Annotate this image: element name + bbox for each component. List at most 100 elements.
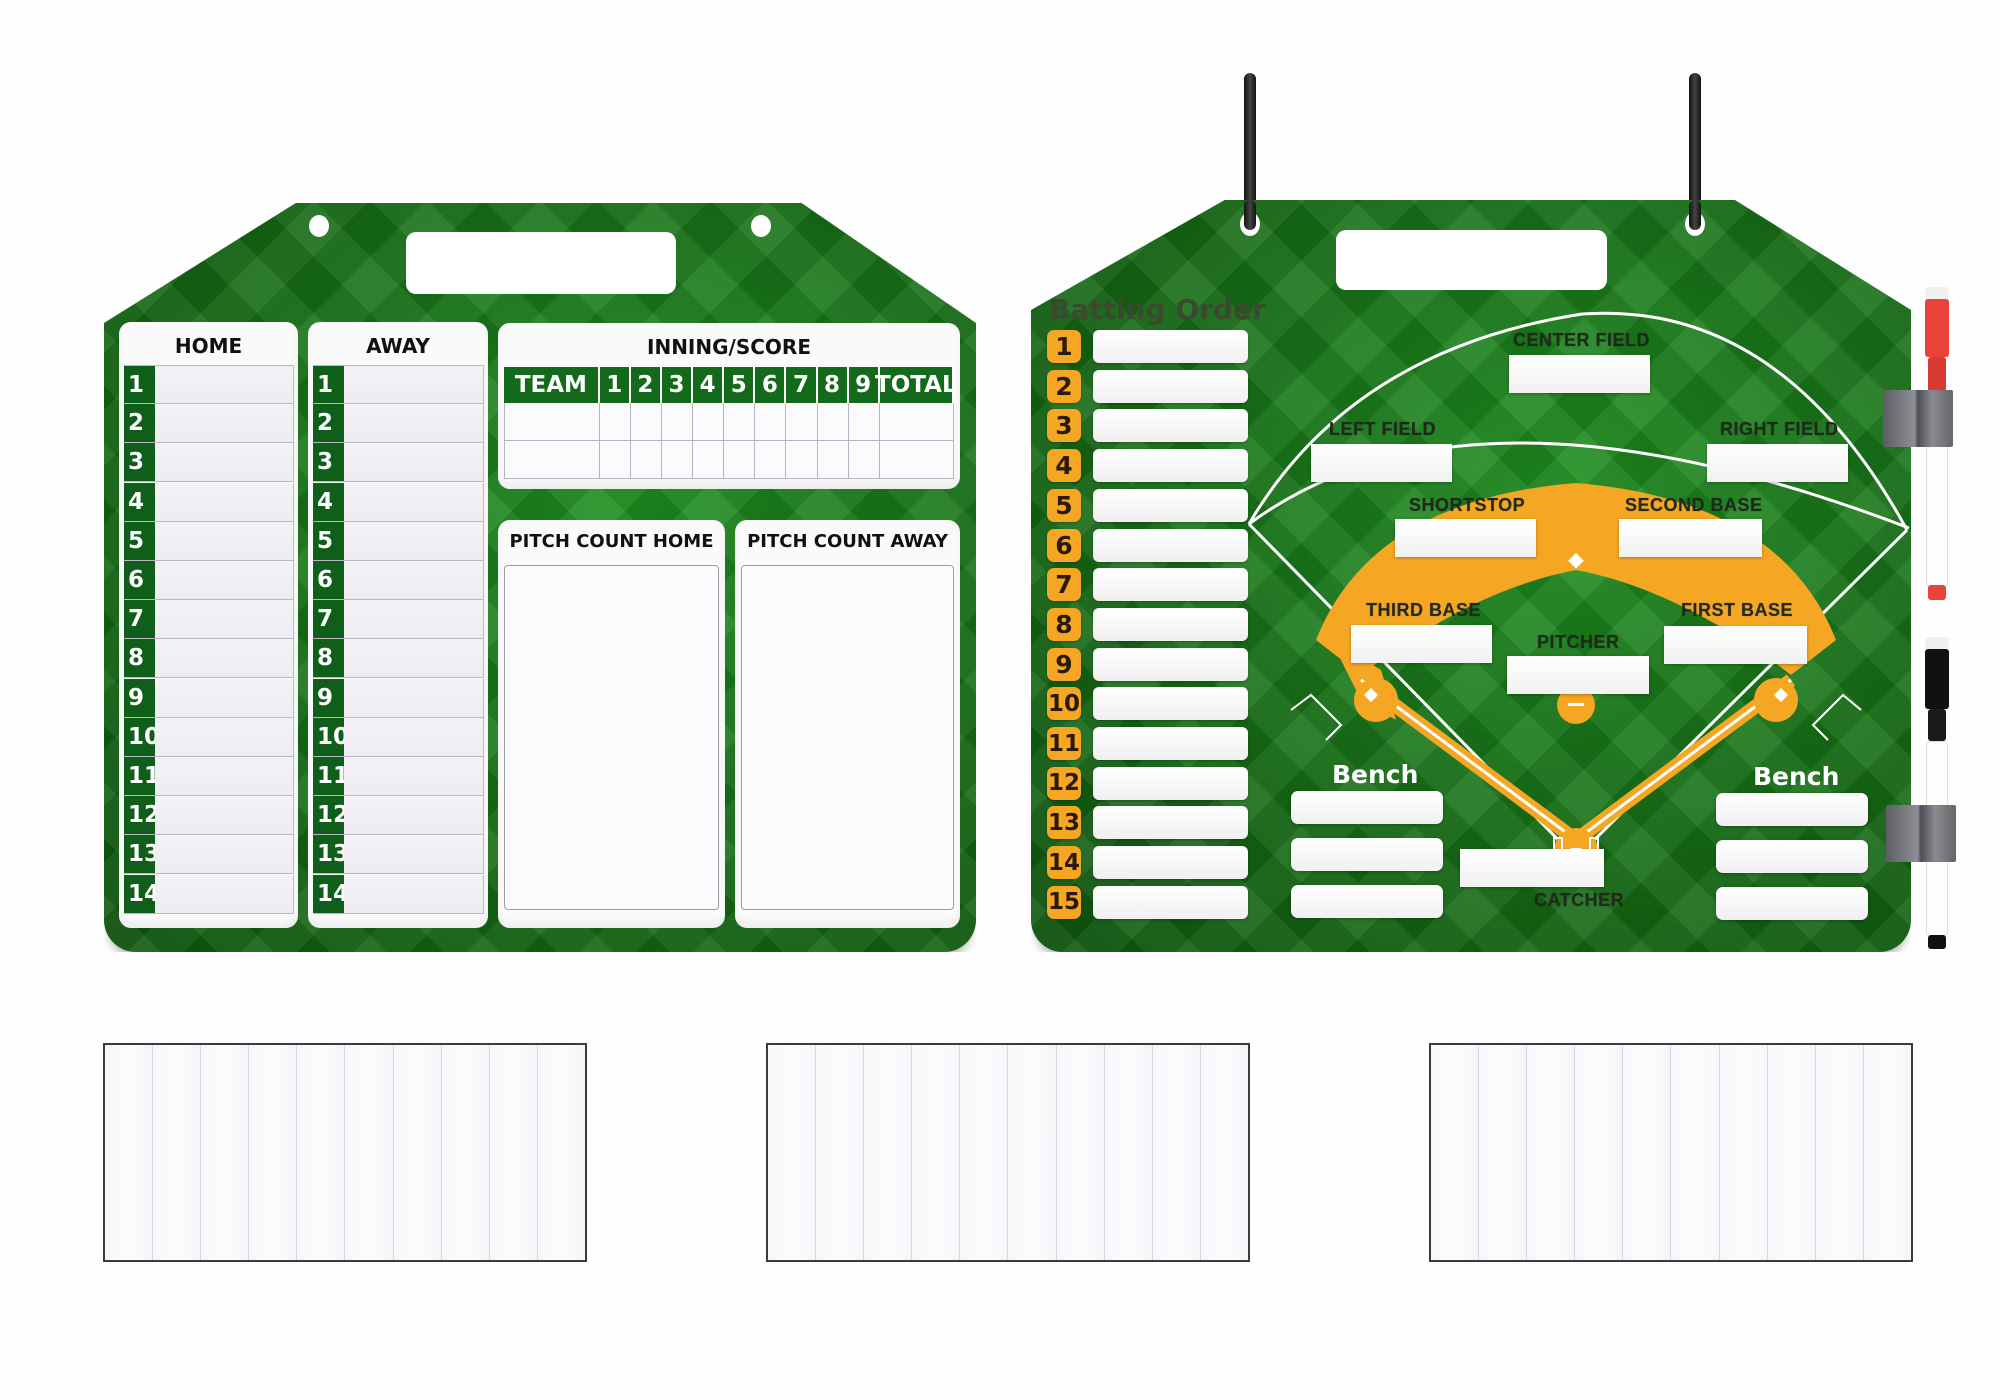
bench-left-slot-3[interactable] <box>1291 885 1443 918</box>
away-player-name-field[interactable] <box>344 874 484 913</box>
batting-order-name-field[interactable] <box>1093 647 1248 681</box>
away-player-name-field[interactable] <box>344 482 484 521</box>
away-player-name-field[interactable] <box>344 835 484 874</box>
magnetic-name-strip[interactable] <box>345 1045 394 1260</box>
home-player-name-field[interactable] <box>155 404 294 443</box>
magnetic-name-strip[interactable] <box>1200 1045 1248 1260</box>
home-player-name-field[interactable] <box>155 796 294 835</box>
home-player-name-field[interactable] <box>155 835 294 874</box>
bench-right-slot-1[interactable] <box>1716 793 1868 826</box>
inning-score-cell[interactable] <box>755 441 787 478</box>
first-base-slot[interactable] <box>1664 626 1807 664</box>
magnetic-name-strip[interactable] <box>816 1045 865 1260</box>
black-dry-erase-marker[interactable] <box>1922 637 1952 952</box>
batting-order-name-field[interactable] <box>1093 528 1248 562</box>
magnetic-name-strip[interactable] <box>1431 1045 1480 1260</box>
batting-order-name-field[interactable] <box>1093 727 1248 760</box>
magnetic-name-strip[interactable] <box>1719 1045 1768 1260</box>
second-base-slot[interactable] <box>1619 519 1762 557</box>
magnetic-name-strip[interactable] <box>768 1045 817 1260</box>
pitch-count-home-writing-area[interactable] <box>504 565 719 910</box>
magnetic-name-strip[interactable] <box>249 1045 298 1260</box>
home-player-name-field[interactable] <box>155 482 294 521</box>
batting-order-name-field[interactable] <box>1093 687 1248 721</box>
home-player-name-field[interactable] <box>155 874 294 913</box>
magnetic-name-strip[interactable] <box>393 1045 442 1260</box>
bench-left-slot-1[interactable] <box>1291 791 1443 824</box>
inning-score-cell[interactable] <box>630 403 662 440</box>
magnetic-name-strip[interactable] <box>153 1045 202 1260</box>
batting-order-name-field[interactable] <box>1093 409 1248 443</box>
right-field-slot[interactable] <box>1707 444 1848 482</box>
batting-order-name-field[interactable] <box>1093 607 1248 641</box>
inning-score-cell[interactable] <box>504 441 600 478</box>
batting-order-name-field[interactable] <box>1093 568 1248 602</box>
magnetic-name-strip[interactable] <box>105 1045 154 1260</box>
batting-order-name-field[interactable] <box>1093 330 1248 363</box>
batting-order-name-field[interactable] <box>1093 846 1248 880</box>
magnetic-name-strip[interactable] <box>912 1045 961 1260</box>
left-field-slot[interactable] <box>1311 444 1452 482</box>
inning-score-cell[interactable] <box>848 441 880 478</box>
bench-right-slot-3[interactable] <box>1716 887 1868 920</box>
inning-score-cell[interactable] <box>661 403 694 440</box>
inning-score-cell[interactable] <box>879 403 954 440</box>
away-player-name-field[interactable] <box>344 443 484 482</box>
batting-order-name-field[interactable] <box>1093 766 1248 800</box>
magnetic-name-strip[interactable] <box>537 1045 585 1260</box>
inning-score-cell[interactable] <box>599 403 631 440</box>
home-player-name-field[interactable] <box>155 561 294 599</box>
magnetic-name-strip[interactable] <box>201 1045 250 1260</box>
away-player-name-field[interactable] <box>344 366 484 403</box>
magnetic-name-strip[interactable] <box>441 1045 490 1260</box>
magnetic-name-strip[interactable] <box>960 1045 1009 1260</box>
inning-score-cell[interactable] <box>817 441 849 478</box>
home-player-name-field[interactable] <box>155 639 294 678</box>
home-player-name-field[interactable] <box>155 717 294 756</box>
magnetic-name-strip[interactable] <box>1152 1045 1201 1260</box>
batting-order-name-field[interactable] <box>1093 488 1248 522</box>
magnetic-name-strip[interactable] <box>1104 1045 1153 1260</box>
magnetic-name-strip[interactable] <box>1008 1045 1057 1260</box>
third-base-slot[interactable] <box>1351 625 1492 663</box>
catcher-slot[interactable] <box>1460 849 1604 887</box>
away-player-name-field[interactable] <box>344 796 484 835</box>
away-player-name-field[interactable] <box>344 757 484 795</box>
inning-score-cell[interactable] <box>693 403 725 440</box>
away-player-name-field[interactable] <box>344 717 484 756</box>
batting-order-name-field[interactable] <box>1093 806 1248 840</box>
away-player-name-field[interactable] <box>344 678 484 717</box>
away-player-name-field[interactable] <box>344 600 484 639</box>
inning-score-cell[interactable] <box>879 441 954 478</box>
inning-score-cell[interactable] <box>786 441 818 478</box>
inning-score-cell[interactable] <box>693 441 725 478</box>
magnetic-name-strip[interactable] <box>1767 1045 1816 1260</box>
magnetic-name-strip[interactable] <box>489 1045 538 1260</box>
inning-score-cell[interactable] <box>661 441 694 478</box>
magnetic-name-strip[interactable] <box>1527 1045 1576 1260</box>
home-player-name-field[interactable] <box>155 678 294 717</box>
shortstop-slot[interactable] <box>1395 519 1536 557</box>
home-player-name-field[interactable] <box>155 366 294 403</box>
magnetic-name-strip[interactable] <box>1623 1045 1672 1260</box>
magnetic-name-strip[interactable] <box>864 1045 913 1260</box>
center-field-slot[interactable] <box>1509 355 1650 393</box>
inning-score-cell[interactable] <box>817 403 849 440</box>
magnetic-name-strip[interactable] <box>1479 1045 1528 1260</box>
magnetic-name-strip[interactable] <box>1575 1045 1624 1260</box>
pitcher-slot[interactable] <box>1507 656 1649 694</box>
away-player-name-field[interactable] <box>344 404 484 443</box>
inning-score-cell[interactable] <box>755 403 787 440</box>
bench-left-slot-2[interactable] <box>1291 838 1443 871</box>
home-player-name-field[interactable] <box>155 521 294 560</box>
magnetic-name-strip[interactable] <box>1815 1045 1864 1260</box>
pitch-count-away-writing-area[interactable] <box>741 565 954 910</box>
inning-score-cell[interactable] <box>599 441 631 478</box>
magnetic-name-strip[interactable] <box>297 1045 346 1260</box>
home-player-name-field[interactable] <box>155 443 294 482</box>
inning-score-cell[interactable] <box>786 403 818 440</box>
inning-score-cell[interactable] <box>724 441 756 478</box>
away-player-name-field[interactable] <box>344 521 484 560</box>
magnetic-name-strip[interactable] <box>1671 1045 1720 1260</box>
magnetic-name-strip[interactable] <box>1056 1045 1105 1260</box>
